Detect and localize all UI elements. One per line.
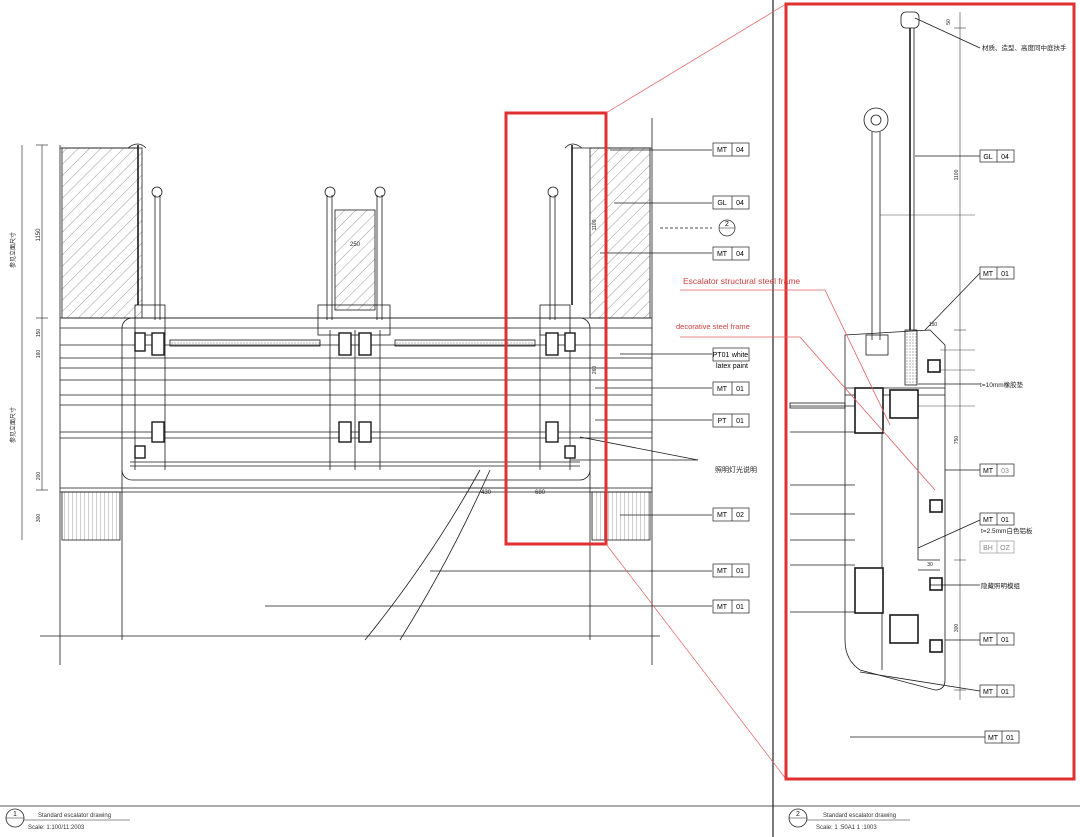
svg-text:03: 03 xyxy=(1001,468,1009,475)
handrail-note: 材质、造型、高度同中庭扶手 xyxy=(982,43,1067,52)
dim-680: 680 xyxy=(535,490,546,496)
left-drawing-number: 1 xyxy=(13,811,17,818)
zoom-line-top xyxy=(605,3,787,114)
svg-text:GL: GL xyxy=(717,200,726,207)
rubber-pad-note: t=10mm橡胶垫 xyxy=(980,380,1024,389)
svg-text:BH: BH xyxy=(983,545,993,552)
rdim-750: 750 xyxy=(954,436,960,445)
left-tag: MT 04 xyxy=(712,246,750,261)
right-tag: MT 01 xyxy=(979,266,1015,280)
white-panel-note: t=2.5mm白色铝板 xyxy=(981,526,1033,535)
left-tag: GL 04 xyxy=(712,195,750,210)
section-bubble: 2 xyxy=(718,219,736,237)
left-title-block: 1 Standard escalator drawing Scale: 1:10… xyxy=(5,808,130,831)
detail-highlight-box xyxy=(504,111,608,546)
dim-430: 430 xyxy=(481,490,492,496)
svg-text:OZ: OZ xyxy=(1000,545,1010,552)
svg-text:01: 01 xyxy=(736,418,744,425)
right-drawing-number: 2 xyxy=(796,811,800,818)
svg-text:04: 04 xyxy=(736,147,744,154)
dim-1100: 1100 xyxy=(592,219,598,230)
svg-text:MT: MT xyxy=(717,386,728,393)
left-drawing-scale: Scale: 1:100/11:2003 xyxy=(28,825,85,831)
svg-text:04: 04 xyxy=(736,251,744,258)
left-tag: MT 04 xyxy=(712,142,750,157)
svg-text:01: 01 xyxy=(736,386,744,393)
right-drawing-scale: Scale: 1 :50A1 1 :1003 xyxy=(816,825,877,831)
svg-text:01: 01 xyxy=(736,568,744,575)
left-tag: MT 01 xyxy=(712,381,750,396)
svg-text:01: 01 xyxy=(1006,735,1014,742)
left-tag: PT01 white latex paint xyxy=(713,347,750,370)
right-tag: BH OZ xyxy=(979,540,1015,554)
hidden-lighting-note: 隐藏照明模组 xyxy=(981,581,1021,590)
svg-text:MT: MT xyxy=(983,689,994,696)
svg-text:MT: MT xyxy=(983,637,994,644)
svg-text:MT: MT xyxy=(717,568,728,575)
left-tag-list: MT 04 GL 04 MT 04 PT01 white latex paint… xyxy=(712,142,750,614)
left-drawing-title: Standard escalator drawing xyxy=(38,813,111,819)
right-tag: MT 01 xyxy=(979,632,1015,646)
right-tag: MT 03 xyxy=(979,463,1015,477)
svg-text:PT01: PT01 xyxy=(713,352,730,359)
left-section xyxy=(40,118,712,665)
dim-vertical-lower: 参见立面尺寸 xyxy=(9,407,17,443)
svg-text:white: white xyxy=(731,352,748,359)
left-dimension-chain xyxy=(21,144,600,540)
svg-text:GL: GL xyxy=(983,154,992,161)
left-tag: MT 01 xyxy=(712,563,750,578)
structural-frame-callout: Escalator structural steel frame xyxy=(683,276,800,286)
svg-text:MT: MT xyxy=(717,251,728,258)
rdim-150: 150 xyxy=(929,322,938,328)
rdim-300: 300 xyxy=(954,624,960,633)
svg-text:01: 01 xyxy=(1001,637,1009,644)
dim-vertical-upper: 参见立面尺寸 xyxy=(9,232,17,268)
dim-200: 200 xyxy=(36,472,42,481)
svg-text:MT: MT xyxy=(717,512,728,519)
right-tag-list: GL 04 MT 01 MT 03 MT 01 BH OZ xyxy=(979,149,1020,744)
right-tag: MT 01 xyxy=(979,684,1015,698)
svg-text:MT: MT xyxy=(717,604,728,611)
right-tag: MT 01 xyxy=(984,730,1020,744)
rdim-30: 30 xyxy=(927,562,933,568)
svg-text:MT: MT xyxy=(983,271,994,278)
decorative-frame-callout: decorative steel frame xyxy=(676,322,750,331)
svg-text:01: 01 xyxy=(1001,271,1009,278)
rdim-1100: 1100 xyxy=(954,169,960,180)
svg-text:MT: MT xyxy=(983,517,994,524)
svg-text:02: 02 xyxy=(736,512,744,519)
right-title-block: 2 Standard escalator drawing Scale: 1 :5… xyxy=(788,808,910,831)
dim-300: 300 xyxy=(36,514,42,523)
dim-150: 150 xyxy=(36,329,42,338)
left-tag: MT 02 xyxy=(712,507,750,522)
right-drawing-title: Standard escalator drawing xyxy=(823,813,896,819)
svg-text:MT: MT xyxy=(983,468,994,475)
svg-text:PT: PT xyxy=(718,418,728,425)
detail-frame xyxy=(784,2,1076,781)
zoom-line-bottom xyxy=(605,543,787,780)
svg-text:04: 04 xyxy=(1001,154,1009,161)
svg-text:MT: MT xyxy=(988,735,999,742)
lighting-note: 照明灯光说明 xyxy=(715,465,757,474)
dim-260: 260 xyxy=(592,366,598,375)
dim-250: 250 xyxy=(350,242,361,248)
svg-text:2: 2 xyxy=(725,221,729,228)
svg-text:01: 01 xyxy=(736,604,744,611)
rdim-50: 50 xyxy=(946,19,952,25)
dim-160: 160 xyxy=(36,350,42,359)
latex-paint-note: latex paint xyxy=(716,363,748,370)
callout-leaders xyxy=(680,289,936,491)
dim-1150: 1150 xyxy=(36,228,42,242)
svg-text:MT: MT xyxy=(717,147,728,154)
svg-text:01: 01 xyxy=(1001,517,1009,524)
svg-text:01: 01 xyxy=(1001,689,1009,696)
left-tag: MT 01 xyxy=(712,599,750,614)
left-tag: PT 01 xyxy=(712,413,750,428)
right-tag: MT 01 xyxy=(979,512,1015,526)
svg-text:04: 04 xyxy=(736,200,744,207)
right-tag: GL 04 xyxy=(979,149,1015,163)
